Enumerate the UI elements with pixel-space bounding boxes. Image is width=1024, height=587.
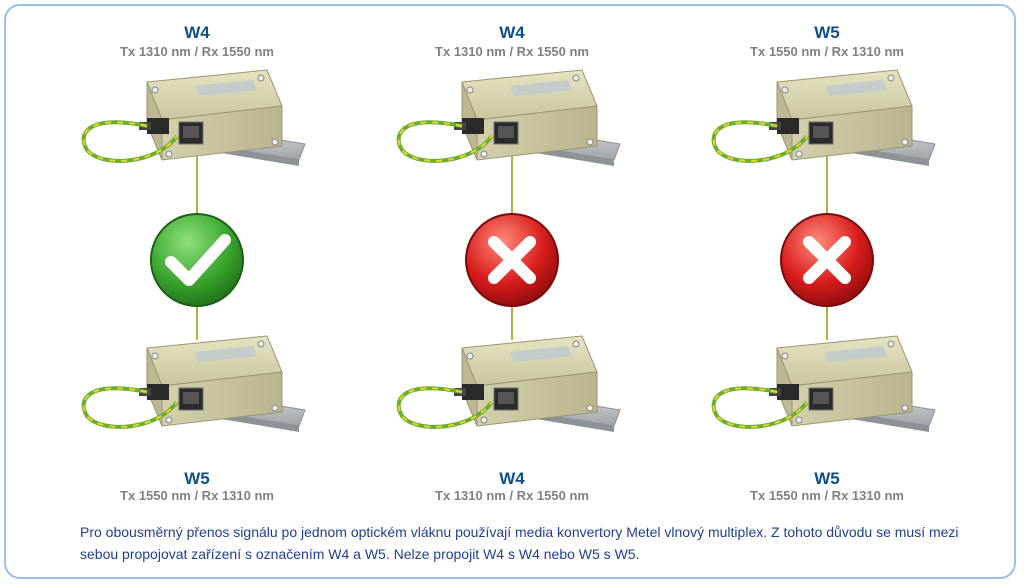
bottom-device-spec: Tx 1310 nm / Rx 1550 nm — [435, 488, 589, 503]
bottom-device-label: W4 — [499, 469, 525, 488]
bottom-device-spec: Tx 1550 nm / Rx 1310 nm — [750, 488, 904, 503]
media-converter-top — [396, 68, 622, 168]
check-icon — [150, 213, 244, 307]
explanation-caption: Pro obousměrný přenos signálu po jednom … — [80, 524, 959, 562]
top-device-spec: Tx 1310 nm / Rx 1550 nm — [120, 44, 274, 59]
top-device-spec: Tx 1310 nm / Rx 1550 nm — [435, 44, 589, 59]
pair-column-2: W4 Tx 1310 nm / Rx 1550 nm W4 Tx 1310 nm… — [362, 0, 662, 587]
bottom-device-spec: Tx 1550 nm / Rx 1310 nm — [120, 488, 274, 503]
media-converter-top — [81, 68, 307, 168]
pair-column-1: W4 Tx 1310 nm / Rx 1550 nm W5 Tx 1550 nm… — [47, 0, 347, 587]
media-converter-bottom — [81, 334, 307, 434]
cross-icon — [465, 213, 559, 307]
top-device-label: W4 — [184, 23, 210, 42]
media-converter-top — [711, 68, 937, 168]
top-device-label: W4 — [499, 23, 525, 42]
top-device-label: W5 — [814, 23, 840, 42]
cross-icon — [780, 213, 874, 307]
media-converter-bottom — [711, 334, 937, 434]
bottom-device-label: W5 — [814, 469, 840, 488]
media-converter-bottom — [396, 334, 622, 434]
pair-column-3: W5 Tx 1550 nm / Rx 1310 nm W5 Tx 1550 nm… — [677, 0, 977, 587]
bottom-device-label: W5 — [184, 469, 210, 488]
top-device-spec: Tx 1550 nm / Rx 1310 nm — [750, 44, 904, 59]
